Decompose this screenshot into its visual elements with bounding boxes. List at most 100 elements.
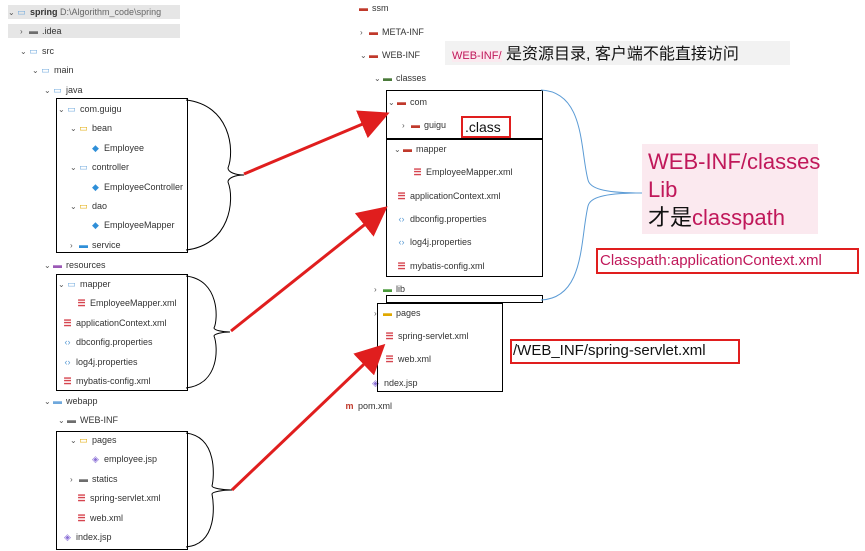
tree-item-web-xml[interactable]: ☰web.xml — [77, 513, 124, 523]
tree-item-classes[interactable]: ⌄▬classes — [374, 71, 426, 85]
chevron-right-icon[interactable]: › — [402, 121, 405, 130]
brace-webinf — [185, 432, 233, 548]
chevron-down-icon[interactable]: ⌄ — [70, 202, 77, 211]
tree-item-spring-servlet[interactable]: ☰spring-servlet.xml — [385, 331, 469, 341]
folder-icon: ▭ — [67, 279, 76, 289]
xml-file-icon: ☰ — [385, 354, 394, 364]
chevron-down-icon[interactable]: ⌄ — [58, 416, 65, 425]
chevron-down-icon[interactable]: ⌄ — [374, 74, 381, 83]
chevron-down-icon[interactable]: ⌄ — [44, 86, 51, 95]
tree-item-index-jsp[interactable]: ◈index.jsp — [62, 530, 112, 544]
chevron-down-icon[interactable]: ⌄ — [58, 280, 65, 289]
tree-item-ssm[interactable]: ▬ssm — [359, 3, 389, 13]
chevron-right-icon[interactable]: › — [360, 28, 363, 37]
tree-item-bean[interactable]: ⌄▭bean — [70, 121, 112, 135]
chevron-down-icon[interactable]: ⌄ — [70, 163, 77, 172]
tree-item-application-context[interactable]: ☰applicationContext.xml — [63, 318, 167, 328]
chevron-down-icon[interactable]: ⌄ — [44, 397, 51, 406]
tree-item-employee-mapper-xml[interactable]: ☰EmployeeMapper.xml — [413, 167, 513, 177]
tree-item-web-inf[interactable]: ⌄▬WEB-INF — [360, 48, 420, 62]
tree-item-pages[interactable]: ⌄▭pages — [70, 433, 117, 447]
tree-item-mybatis-config[interactable]: ☰mybatis-config.xml — [397, 261, 485, 271]
xml-file-icon: ☰ — [77, 493, 86, 503]
tree-item-java[interactable]: ⌄▭java — [44, 83, 83, 97]
webinf-note-bg — [445, 41, 790, 65]
tree-item-spring[interactable]: ⌄▭spring D:\Algorithm_code\spring — [8, 5, 180, 19]
chevron-down-icon[interactable]: ⌄ — [20, 47, 27, 56]
tree-item-application-context[interactable]: ☰applicationContext.xml — [397, 191, 501, 201]
classpath-example-box: Classpath:applicationContext.xml — [596, 248, 859, 274]
tree-item-log4j[interactable]: ‹›log4j.properties — [396, 235, 472, 249]
chevron-right-icon[interactable]: › — [20, 27, 23, 36]
folder-icon: ▬ — [383, 73, 392, 83]
xml-file-icon: ☰ — [397, 191, 406, 201]
chevron-down-icon[interactable]: ⌄ — [360, 51, 367, 60]
chevron-right-icon[interactable]: › — [374, 285, 377, 294]
webinf-box — [56, 431, 188, 550]
tree-item-resources[interactable]: ⌄▬resources — [44, 258, 106, 272]
tree-item-lib[interactable]: ›▬lib — [374, 282, 405, 296]
tree-item-mapper[interactable]: ⌄▭mapper — [58, 277, 111, 291]
tree-item-com[interactable]: ⌄▬com — [388, 95, 427, 109]
tree-item-service[interactable]: ›▬service — [70, 238, 121, 252]
tree-item-idea[interactable]: ›▬.idea — [8, 24, 180, 38]
chevron-down-icon[interactable]: ⌄ — [58, 105, 65, 114]
tree-item-dbconfig[interactable]: ‹›dbconfig.properties — [62, 335, 153, 349]
tree-item-spring-servlet[interactable]: ☰spring-servlet.xml — [77, 493, 161, 503]
tree-item-dao[interactable]: ⌄▭dao — [70, 199, 107, 213]
chevron-down-icon[interactable]: ⌄ — [388, 98, 395, 107]
classpath-note: WEB-INF/classes Lib 才是classpath — [642, 144, 820, 234]
java-class-icon: ◆ — [92, 182, 99, 192]
tree-item-employee-jsp[interactable]: ◈employee.jsp — [90, 452, 157, 466]
chevron-right-icon[interactable]: › — [374, 309, 377, 318]
java-interface-icon: ◆ — [92, 220, 99, 230]
webinf-note: WEB-INF/ 是资源目录, 客户端不能直接访问 — [452, 46, 739, 63]
folder-icon: ▬ — [359, 3, 368, 13]
tree-item-web-xml[interactable]: ☰web.xml — [385, 354, 432, 364]
properties-file-icon: ‹› — [398, 214, 405, 224]
chevron-down-icon[interactable]: ⌄ — [32, 66, 39, 75]
tree-item-meta-inf[interactable]: ›▬META-INF — [360, 25, 424, 39]
chevron-right-icon[interactable]: › — [70, 475, 73, 484]
arrow-java-to-class — [243, 110, 390, 176]
chevron-down-icon[interactable]: ⌄ — [70, 124, 77, 133]
tree-item-employee-mapper-xml[interactable]: ☰EmployeeMapper.xml — [77, 298, 177, 308]
folder-icon: ▭ — [53, 85, 62, 95]
java-source-box — [56, 98, 188, 253]
chevron-right-icon[interactable]: › — [70, 241, 73, 250]
chevron-down-icon[interactable]: ⌄ — [394, 145, 401, 154]
xml-file-icon: ☰ — [77, 298, 86, 308]
xml-file-icon: ☰ — [413, 167, 422, 177]
tree-item-employee-controller[interactable]: ◆EmployeeController — [90, 180, 183, 194]
tree-item-statics[interactable]: ›▬statics — [70, 472, 118, 486]
tree-item-webapp[interactable]: ⌄▬webapp — [44, 394, 98, 408]
chevron-down-icon[interactable]: ⌄ — [8, 8, 15, 17]
resources-box — [56, 274, 188, 391]
tree-item-web-inf[interactable]: ⌄▬WEB-INF — [58, 413, 118, 427]
tree-item-mybatis-config[interactable]: ☰mybatis-config.xml — [63, 376, 151, 386]
jsp-file-icon: ◈ — [92, 454, 99, 464]
chevron-down-icon[interactable]: ⌄ — [70, 436, 77, 445]
package-icon: ▭ — [79, 201, 88, 211]
chevron-down-icon[interactable]: ⌄ — [44, 261, 51, 270]
tree-item-log4j[interactable]: ‹›log4j.properties — [62, 355, 138, 369]
tree-item-src[interactable]: ⌄▭src — [20, 44, 54, 58]
tree-item-controller[interactable]: ⌄▭controller — [70, 160, 129, 174]
xml-file-icon: ☰ — [63, 318, 72, 328]
web-folder-icon: ▬ — [53, 396, 62, 406]
tree-item-main[interactable]: ⌄▭main — [32, 63, 74, 77]
tree-item-employee-mapper[interactable]: ◆EmployeeMapper — [90, 218, 175, 232]
tree-item-employee[interactable]: ◆Employee — [90, 141, 144, 155]
tree-item-index-jsp[interactable]: ◈ndex.jsp — [370, 376, 418, 390]
tree-item-guigu[interactable]: ›▬guigu — [402, 118, 446, 132]
folder-icon: ▬ — [369, 50, 378, 60]
package-icon: ▭ — [79, 162, 88, 172]
package-icon: ▭ — [67, 104, 76, 114]
servlet-path-box: /WEB_INF/spring-servlet.xml — [510, 339, 740, 364]
tree-item-com-guigu[interactable]: ⌄▭com.guigu — [58, 102, 122, 116]
tree-item-pages[interactable]: ›▬pages — [374, 306, 421, 320]
tree-item-dbconfig[interactable]: ‹›dbconfig.properties — [396, 212, 487, 226]
tree-item-mapper[interactable]: ⌄▬mapper — [394, 142, 447, 156]
